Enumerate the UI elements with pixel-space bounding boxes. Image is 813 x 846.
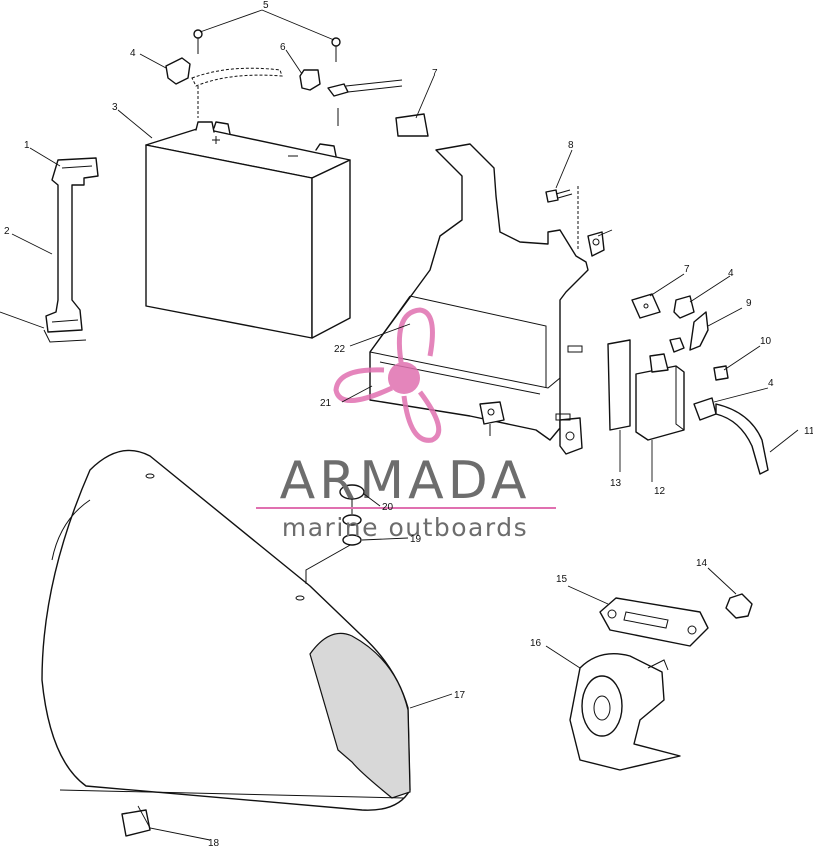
callout-4-top-left: 4: [130, 48, 136, 59]
callout-9: 9: [746, 298, 752, 309]
propeller-logo: [333, 307, 442, 443]
callout-1: 1: [24, 140, 30, 151]
propeller-blade-right: [401, 390, 442, 443]
leader-lines: [0, 9, 799, 841]
callout-4-right: 4: [728, 268, 734, 279]
battery: [145, 121, 351, 339]
callout-14: 14: [696, 558, 708, 569]
cable: [693, 397, 769, 475]
callout-20: 20: [382, 502, 394, 513]
battery-cover: [41, 449, 411, 837]
watermark-title: ARMADA: [280, 451, 531, 511]
relay: [607, 339, 685, 441]
propeller-blade-left: [333, 367, 394, 403]
watermark-subtitle: marine outboards: [282, 513, 528, 542]
callout-5: 5: [263, 0, 269, 11]
callout-17: 17: [454, 690, 466, 701]
battery-tray: [369, 113, 605, 455]
callout-numbers: 1 2 3 4 5 6 7 8 7 4 9 10 4 11 12 13 14 1…: [4, 0, 813, 846]
callout-8: 8: [568, 140, 574, 151]
callout-22: 22: [334, 344, 346, 355]
callout-19: 19: [410, 534, 422, 545]
propeller-blade-top: [396, 307, 435, 369]
callout-4-cable: 4: [768, 378, 774, 389]
callout-2: 2: [4, 226, 10, 237]
small-parts-right: [631, 293, 729, 381]
callout-6: 6: [280, 42, 286, 53]
callout-10: 10: [760, 336, 772, 347]
callout-16: 16: [530, 638, 542, 649]
callout-13: 13: [610, 478, 622, 489]
horn: [569, 593, 753, 771]
callout-7-top: 7: [432, 68, 438, 79]
callout-21: 21: [320, 398, 332, 409]
callout-3: 3: [112, 102, 118, 113]
terminal-hardware: [165, 29, 403, 126]
screw-washer: [339, 484, 365, 546]
callout-15: 15: [556, 574, 568, 585]
callout-12: 12: [654, 486, 666, 497]
battery-strap: [43, 157, 99, 343]
callout-18: 18: [208, 838, 220, 846]
propeller-hub: [388, 362, 420, 394]
bolt: [545, 186, 579, 250]
callout-7-right: 7: [684, 264, 690, 275]
callout-11: 11: [804, 426, 813, 437]
armada-watermark: ARMADA marine outboards: [256, 307, 556, 542]
